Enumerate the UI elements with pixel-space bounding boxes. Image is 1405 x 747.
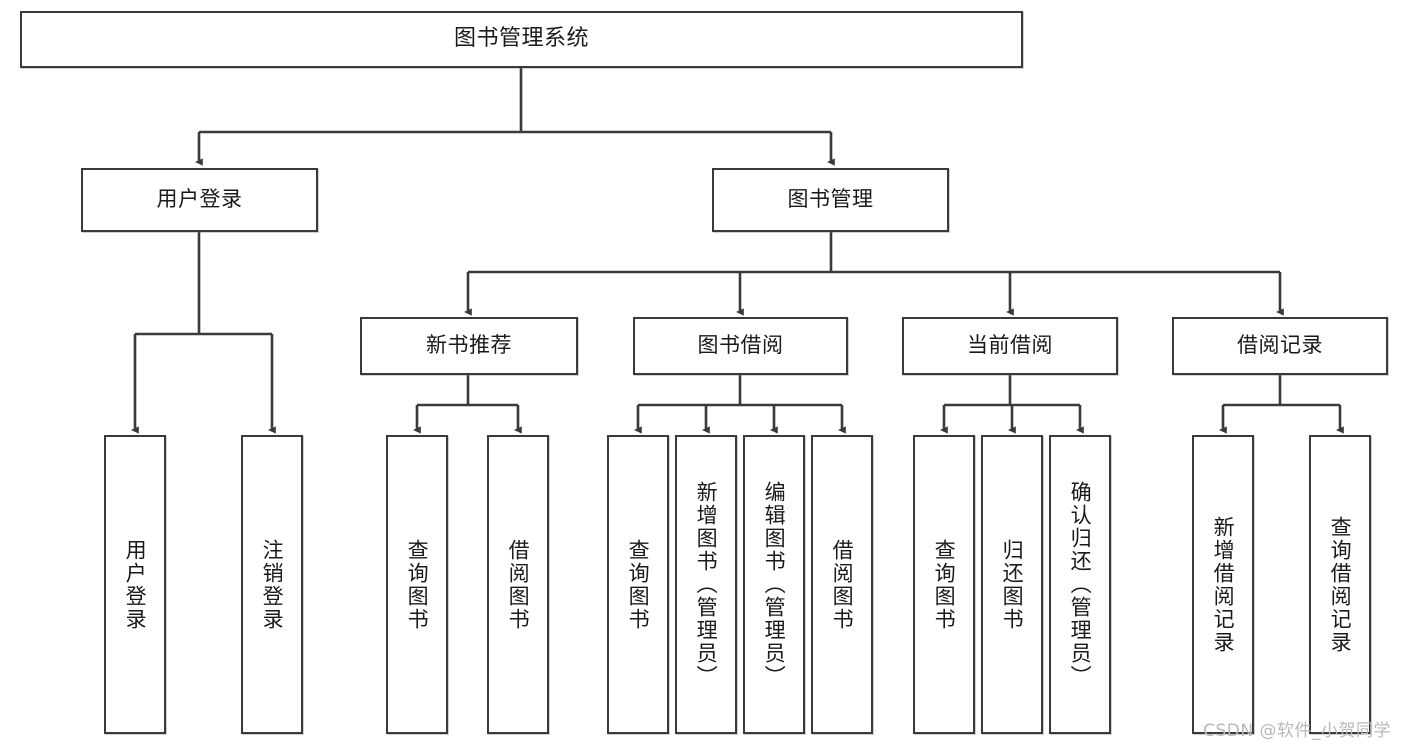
node-leaf-confirm-return-label: 确认归还（管理员） <box>1068 481 1093 688</box>
node-root-system-label: 图书管理系统 <box>453 26 589 52</box>
node-leaf-return-book[interactable]: 归还图书 <box>981 435 1043 734</box>
node-current-borrow-label: 当前借阅 <box>967 333 1053 358</box>
node-current-borrow[interactable]: 当前借阅 <box>902 317 1118 375</box>
node-leaf-borrow-book-borrow[interactable]: 借阅图书 <box>811 435 873 734</box>
node-leaf-query-borrow-record-label: 查询借阅记录 <box>1328 515 1353 654</box>
node-borrow-record-label: 借阅记录 <box>1237 333 1323 358</box>
node-leaf-query-book-newbook[interactable]: 查询图书 <box>386 435 448 734</box>
node-leaf-query-book-borrow-label: 查询图书 <box>626 538 651 631</box>
node-root-system[interactable]: 图书管理系统 <box>20 11 1023 68</box>
node-leaf-add-borrow-record[interactable]: 新增借阅记录 <box>1192 435 1254 734</box>
node-leaf-add-borrow-record-label: 新增借阅记录 <box>1211 515 1236 654</box>
node-book-borrow-label: 图书借阅 <box>697 333 784 358</box>
node-user-login[interactable]: 用户登录 <box>81 168 318 232</box>
node-leaf-borrow-book-newbook-label: 借阅图书 <box>506 538 531 631</box>
node-book-management[interactable]: 图书管理 <box>712 168 949 232</box>
node-leaf-query-book-current-label: 查询图书 <box>932 538 957 631</box>
node-new-book-recommend-label: 新书推荐 <box>426 333 512 358</box>
node-borrow-record[interactable]: 借阅记录 <box>1172 317 1388 375</box>
node-leaf-query-book-borrow[interactable]: 查询图书 <box>607 435 669 734</box>
node-user-login-label: 用户登录 <box>156 187 243 212</box>
node-leaf-borrow-book-borrow-label: 借阅图书 <box>830 538 855 631</box>
node-leaf-add-book-label: 新增图书（管理员） <box>694 481 719 688</box>
node-leaf-add-book[interactable]: 新增图书（管理员） <box>675 435 737 734</box>
node-book-management-label: 图书管理 <box>787 187 874 212</box>
node-leaf-borrow-book-newbook[interactable]: 借阅图书 <box>487 435 549 734</box>
node-leaf-query-book-newbook-label: 查询图书 <box>405 538 430 631</box>
node-leaf-user-login-label: 用户登录 <box>123 538 148 631</box>
node-leaf-query-borrow-record[interactable]: 查询借阅记录 <box>1309 435 1371 734</box>
node-leaf-logout-label: 注销登录 <box>260 538 285 631</box>
node-leaf-edit-book-label: 编辑图书（管理员） <box>762 481 787 688</box>
node-leaf-return-book-label: 归还图书 <box>1000 538 1025 631</box>
node-leaf-edit-book[interactable]: 编辑图书（管理员） <box>743 435 805 734</box>
node-leaf-confirm-return[interactable]: 确认归还（管理员） <box>1049 435 1111 734</box>
node-leaf-query-book-current[interactable]: 查询图书 <box>913 435 975 734</box>
node-book-borrow[interactable]: 图书借阅 <box>633 317 848 375</box>
node-new-book-recommend[interactable]: 新书推荐 <box>360 317 578 375</box>
node-leaf-logout[interactable]: 注销登录 <box>241 435 303 734</box>
node-leaf-user-login[interactable]: 用户登录 <box>104 435 166 734</box>
